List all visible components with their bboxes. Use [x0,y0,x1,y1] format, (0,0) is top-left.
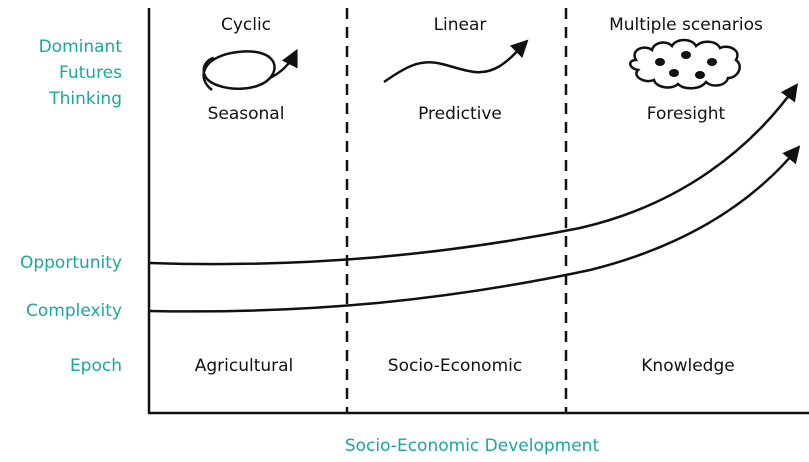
mode-label-cyclic: Cyclic [221,15,271,35]
epoch-label-socio-economic: Socio-Economic [388,356,522,376]
epoch-label-knowledge: Knowledge [641,356,734,376]
cloud-icon [629,38,741,90]
row-label-epoch: Epoch [70,356,122,376]
thinking-label-foresight: Foresight [647,104,726,124]
thinking-label-predictive: Predictive [418,104,502,124]
thinking-label-seasonal: Seasonal [208,104,285,124]
x-axis-label: Socio-Economic Development [345,436,600,456]
row-label-dominant-line3: Thinking [48,89,122,109]
complexity-curve [148,145,801,313]
row-label-dominant-line1: Dominant [39,37,123,57]
row-label-dominant-line2: Futures [59,63,122,83]
mode-label-multiple-scenarios: Multiple scenarios [609,15,763,35]
mode-label-linear: Linear [434,15,487,35]
row-label-opportunity: Opportunity [20,253,122,273]
opportunity-curve [148,83,799,266]
epoch-label-agricultural: Agricultural [195,356,294,376]
wave-arrow-icon [383,39,529,84]
row-label-complexity: Complexity [26,301,122,321]
loop-arrow-icon [202,51,296,91]
